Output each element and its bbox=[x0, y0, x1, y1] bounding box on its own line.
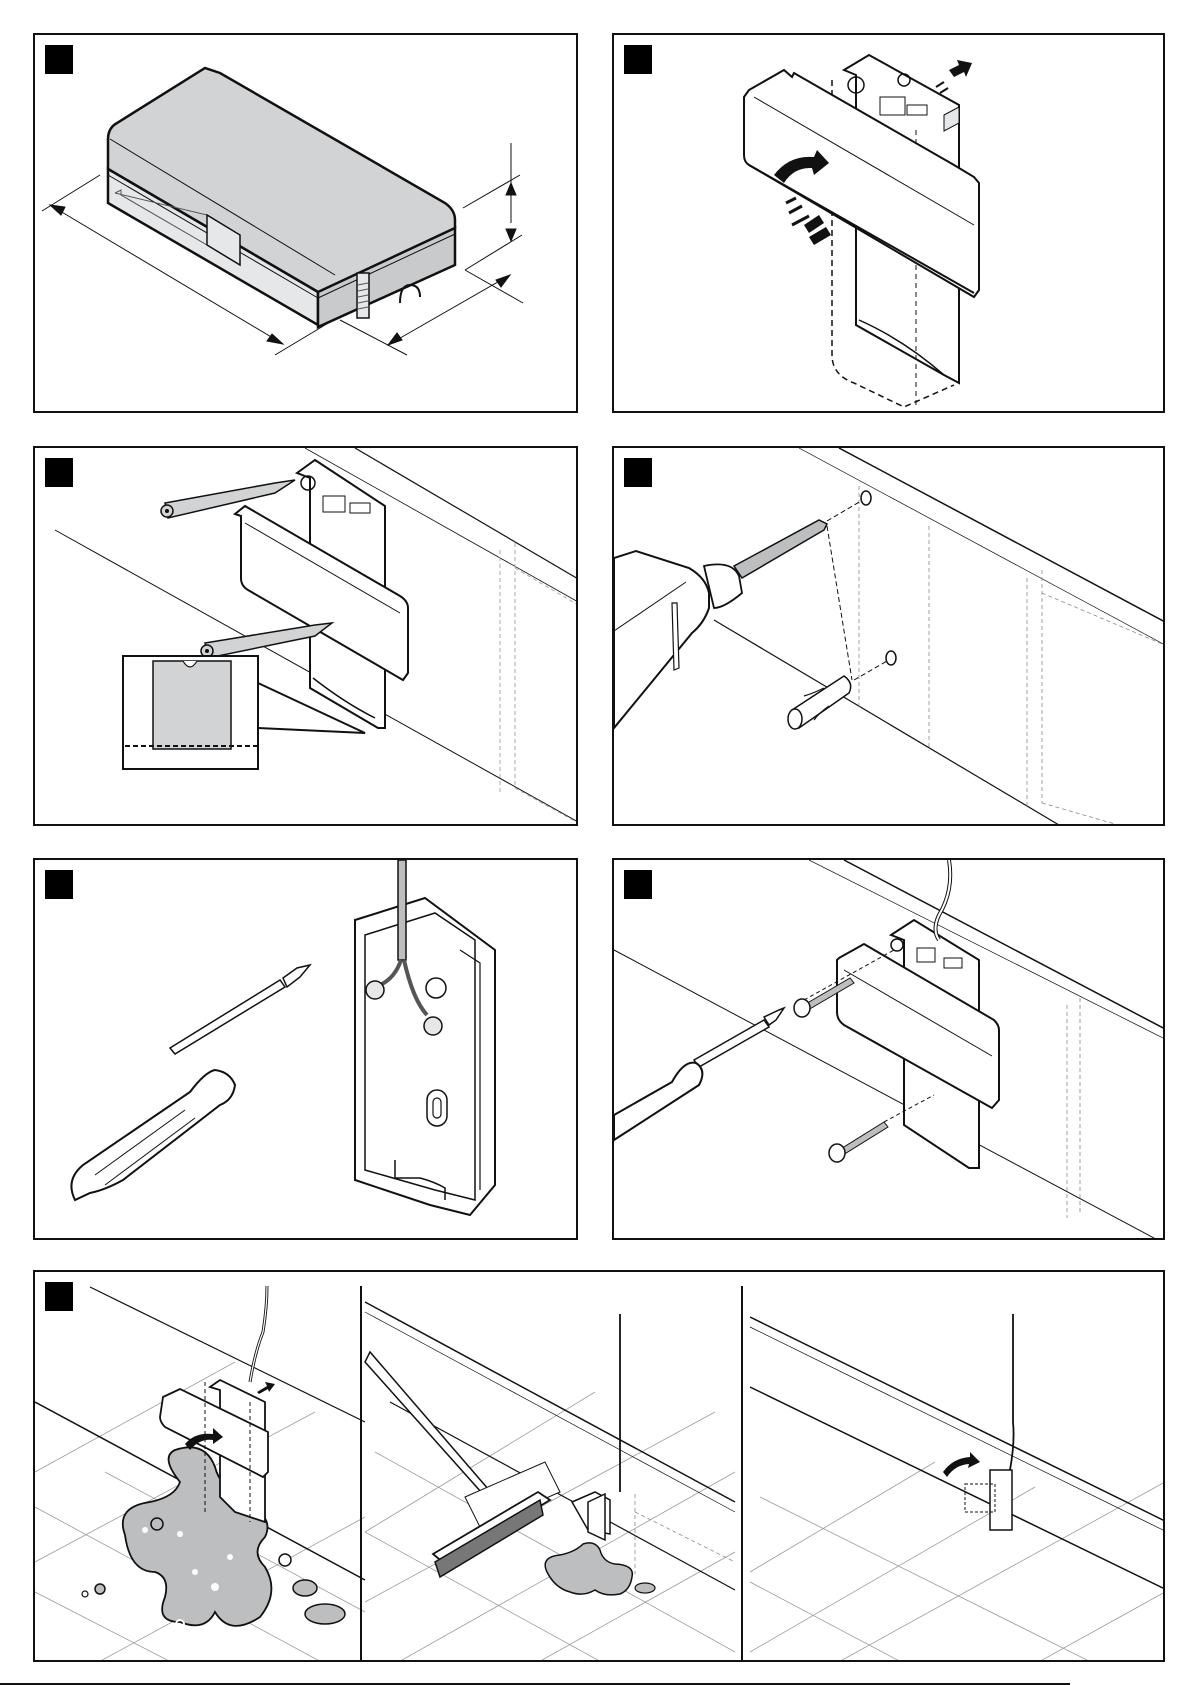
leak-scene bbox=[35, 1286, 365, 1662]
step-panel-remove-cover bbox=[612, 33, 1165, 413]
step-panel-drill bbox=[612, 446, 1165, 826]
step-marker bbox=[624, 45, 652, 74]
step-panel-dimensions bbox=[33, 33, 578, 413]
step-marker bbox=[45, 45, 73, 74]
leak-cleanup-illustration bbox=[35, 1272, 1165, 1662]
cleanup-scene bbox=[365, 1302, 735, 1662]
step-panel-mark-holes bbox=[33, 446, 578, 826]
step-panel-screw bbox=[612, 858, 1165, 1240]
step-panel-leak-cleanup bbox=[33, 1270, 1165, 1662]
step-marker bbox=[624, 870, 652, 899]
step-panel-wiring bbox=[33, 858, 578, 1240]
device-dimensions-illustration bbox=[35, 35, 578, 413]
sub-panel-divider bbox=[360, 1286, 362, 1660]
mark-holes-illustration bbox=[35, 448, 578, 826]
remove-cover-illustration bbox=[614, 35, 1165, 413]
drill-illustration bbox=[614, 448, 1165, 826]
step-marker bbox=[45, 458, 73, 487]
screw-illustration bbox=[614, 860, 1165, 1240]
step-marker bbox=[624, 458, 652, 487]
sub-panel-divider bbox=[741, 1286, 743, 1660]
step-marker bbox=[45, 1282, 73, 1311]
step-marker bbox=[45, 870, 73, 899]
close-cover-scene bbox=[750, 1314, 1165, 1662]
wiring-illustration bbox=[35, 860, 578, 1240]
